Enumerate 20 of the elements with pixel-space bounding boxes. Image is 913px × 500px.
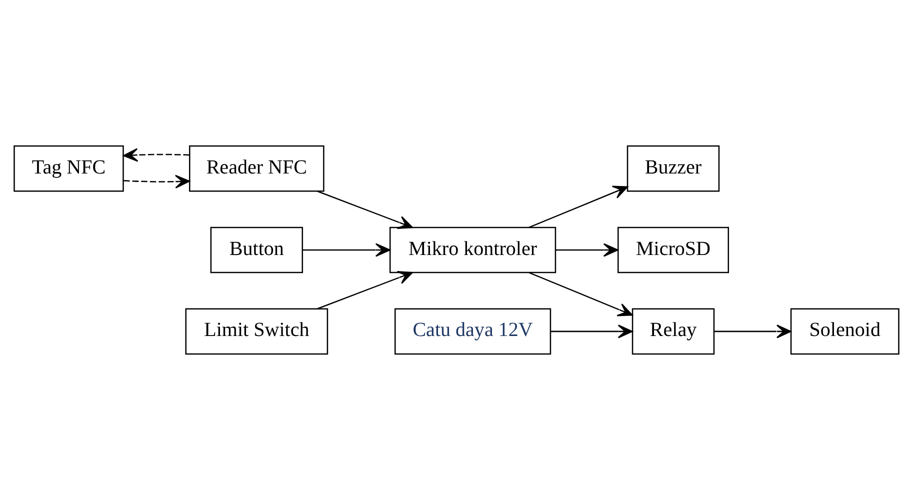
arrow bbox=[123, 148, 190, 162]
arrow bbox=[528, 186, 628, 228]
arrow bbox=[302, 243, 390, 257]
node-box: Catu daya 12V bbox=[394, 308, 552, 355]
arrow bbox=[528, 272, 633, 316]
node-box: Solenoid bbox=[790, 308, 900, 355]
node-box: Reader NFC bbox=[189, 145, 324, 192]
node-box: MicroSD bbox=[618, 226, 729, 274]
arrow bbox=[317, 271, 413, 310]
node-box: Mikro kontroler bbox=[389, 226, 556, 274]
node-box: Tag NFC bbox=[14, 145, 124, 192]
arrow bbox=[556, 243, 618, 257]
node-box: Buzzer bbox=[626, 145, 720, 192]
arrow bbox=[124, 174, 190, 188]
node-box: Limit Switch bbox=[185, 308, 328, 355]
arrow bbox=[317, 190, 413, 229]
arrow bbox=[550, 324, 633, 338]
node-box: Button bbox=[210, 226, 304, 274]
node-box: Relay bbox=[632, 308, 715, 355]
arrow bbox=[714, 324, 792, 338]
